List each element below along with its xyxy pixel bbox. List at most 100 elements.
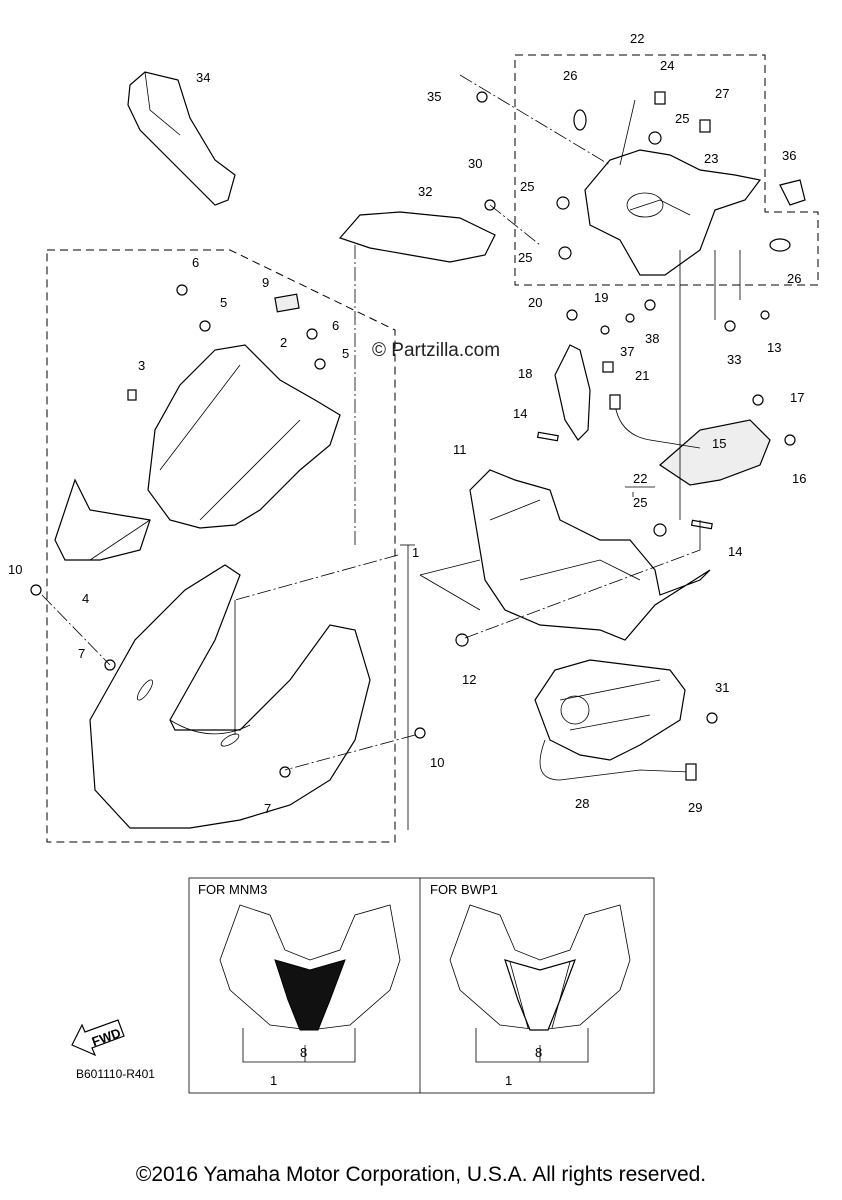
screw-6a <box>176 284 188 296</box>
inner-panel <box>469 469 711 641</box>
socket-29 <box>685 763 697 781</box>
screw-10b <box>414 727 426 739</box>
callout-17: 17 <box>790 390 804 405</box>
collar-27 <box>699 119 711 133</box>
screw-10a <box>30 584 42 596</box>
variant-panels: FOR MNM3 8 1 FOR BWP1 8 1 <box>188 877 655 1094</box>
grommet-25d <box>653 523 667 537</box>
callout-35: 35 <box>427 89 441 104</box>
callout-9: 9 <box>262 275 269 290</box>
nut-24 <box>654 91 666 105</box>
diagram-reference-code: B601110-R401 <box>76 1067 155 1081</box>
screw-31 <box>706 712 718 724</box>
variant-panel-frame <box>188 877 655 1094</box>
callout-24: 24 <box>660 58 674 73</box>
callout-21: 21 <box>635 368 649 383</box>
callout-1a: 1 <box>412 545 419 560</box>
callout-12: 12 <box>462 672 476 687</box>
callout-10a: 10 <box>8 562 22 577</box>
variant-bwp1-garnish <box>504 959 576 1031</box>
callout-32: 32 <box>418 184 432 199</box>
nut-5a <box>199 320 211 332</box>
callout-6a: 6 <box>192 255 199 270</box>
decal-9 <box>274 293 300 313</box>
screw-37 <box>625 313 635 323</box>
turn-signal-18 <box>554 344 591 441</box>
bolt-16 <box>784 434 796 446</box>
variant-bwp1-title: FOR BWP1 <box>430 882 498 897</box>
callout-36: 36 <box>782 148 796 163</box>
fwd-arrow-icon: FWD <box>71 1019 125 1057</box>
callout-25a: 25 <box>675 111 689 126</box>
nut-12 <box>455 633 469 647</box>
callout-22b: 22 <box>633 471 647 486</box>
callout-23: 23 <box>704 151 718 166</box>
callout-22a: 22 <box>630 31 644 46</box>
callout-25b: 25 <box>520 179 534 194</box>
callout-25d: 25 <box>633 495 647 510</box>
callout-16: 16 <box>792 471 806 486</box>
callout-3: 3 <box>138 358 145 373</box>
callout-1c: 1 <box>505 1073 512 1088</box>
bolt-19 <box>600 325 610 335</box>
callout-26b: 26 <box>787 271 801 286</box>
copyright-notice: ©2016 Yamaha Motor Corporation, U.S.A. A… <box>135 1163 707 1186</box>
clip-21 <box>602 361 614 373</box>
callout-14a: 14 <box>513 406 527 421</box>
watermark: © Partzilla.com <box>372 340 501 361</box>
variant-mnm3-title: FOR MNM3 <box>198 882 267 897</box>
headlight-assembly <box>534 659 686 761</box>
washer-38 <box>644 299 656 311</box>
callout-1b: 1 <box>270 1073 277 1088</box>
callout-13: 13 <box>767 340 781 355</box>
bracket-26b <box>769 238 791 252</box>
screw-17 <box>752 394 764 406</box>
bolt-13 <box>760 310 770 320</box>
nut-20 <box>566 309 578 321</box>
callout-7a: 7 <box>78 646 85 661</box>
callout-25c: 25 <box>518 250 532 265</box>
wire-harness-28 <box>539 739 691 781</box>
headlight-stay <box>584 149 762 276</box>
callout-14b: 14 <box>728 544 742 559</box>
bracket-36 <box>779 179 806 206</box>
callout-5b: 5 <box>342 346 349 361</box>
grommet-25c <box>648 131 662 145</box>
variant-bwp1-cowling <box>449 904 631 1031</box>
callout-33: 33 <box>727 352 741 367</box>
callout-10b: 10 <box>430 755 444 770</box>
leader-lines <box>41 74 741 830</box>
callout-15: 15 <box>712 436 726 451</box>
callout-18: 18 <box>518 366 532 381</box>
callout-26a: 26 <box>563 68 577 83</box>
rear-view-mirror <box>127 71 236 206</box>
callout-29: 29 <box>688 800 702 815</box>
callout-2: 2 <box>280 335 287 350</box>
callout-7b: 7 <box>264 801 271 816</box>
assembly-22-boundary <box>514 54 819 286</box>
bracket-26a <box>573 109 587 131</box>
side-cover-15 <box>659 419 771 486</box>
side-panel <box>338 211 496 263</box>
callout-28: 28 <box>575 796 589 811</box>
callout-19: 19 <box>594 290 608 305</box>
damper-14a <box>536 431 559 442</box>
grommet-33 <box>724 320 736 332</box>
variant-mnm3-cowling <box>219 904 401 1031</box>
windshield <box>147 344 341 529</box>
nut-5b <box>314 358 326 370</box>
callout-5a: 5 <box>220 295 227 310</box>
front-cowling <box>89 564 371 829</box>
callout-37: 37 <box>620 344 634 359</box>
clip-3 <box>127 389 137 401</box>
bolt-35 <box>476 91 488 103</box>
connector <box>609 394 621 410</box>
callout-20: 20 <box>528 295 542 310</box>
callout-4: 4 <box>82 591 89 606</box>
callout-6b: 6 <box>332 318 339 333</box>
screw-6b <box>306 328 318 340</box>
callout-30: 30 <box>468 156 482 171</box>
nut-7b <box>279 766 291 778</box>
callout-38: 38 <box>645 331 659 346</box>
